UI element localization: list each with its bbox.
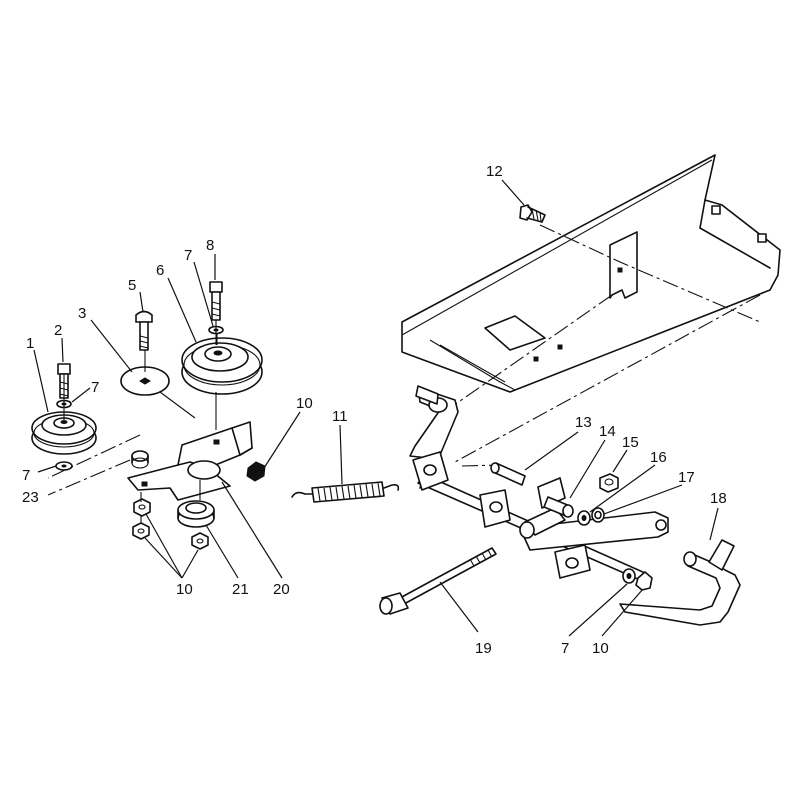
callout-23: 23 (22, 489, 39, 506)
callout-7-upper: 7 (184, 247, 192, 264)
nut-10-b (132, 522, 150, 540)
callout-7-left: 7 (91, 379, 99, 396)
callout-1: 1 (26, 335, 34, 352)
callout-10-right-lower: 10 (592, 640, 609, 657)
callout-20: 20 (273, 581, 290, 598)
callout-3: 3 (78, 305, 86, 322)
callout-16: 16 (650, 449, 667, 466)
bolt-5 (135, 310, 153, 351)
pulley-1 (31, 411, 97, 455)
nut-10-c (191, 532, 209, 550)
callout-15: 15 (622, 434, 639, 451)
left-assembly-lines (47, 320, 217, 524)
callout-14: 14 (599, 423, 616, 440)
callout-19: 19 (475, 640, 492, 657)
callout-13: 13 (575, 414, 592, 431)
callout-8: 8 (206, 237, 214, 254)
callout-10-right: 10 (296, 395, 313, 412)
deck-bracket (609, 231, 638, 299)
bolt-8 (209, 281, 223, 321)
callout-10-lower: 10 (176, 581, 193, 598)
washer-7-lower (55, 461, 73, 471)
callout-18: 18 (710, 490, 727, 507)
callout-2: 2 (54, 322, 62, 339)
callout-11: 11 (332, 408, 348, 425)
callout-leaders (33, 179, 719, 637)
callout-7-lower: 7 (22, 467, 30, 484)
callout-6: 6 (156, 262, 164, 279)
deck-plate (401, 154, 781, 393)
spring-11 (291, 481, 400, 503)
callout-12: 12 (486, 163, 503, 180)
callout-21: 21 (232, 581, 249, 598)
bolt-12 (519, 204, 546, 223)
callout-17: 17 (678, 469, 695, 486)
spacer-23 (131, 450, 149, 469)
idler-bracket-20 (127, 421, 253, 501)
pulley-6 (181, 330, 263, 395)
callout-7-right: 7 (561, 640, 569, 657)
link-rod-19 (379, 547, 497, 615)
nut-10-right (246, 461, 266, 482)
bushing-21 (177, 500, 215, 528)
rock-shaft-assembly (409, 385, 741, 626)
nut-10-a (133, 498, 151, 517)
callouts: 1 2 3 5 6 7 8 7 7 23 10 11 10 21 20 12 1… (22, 163, 727, 657)
callout-5: 5 (128, 277, 136, 294)
